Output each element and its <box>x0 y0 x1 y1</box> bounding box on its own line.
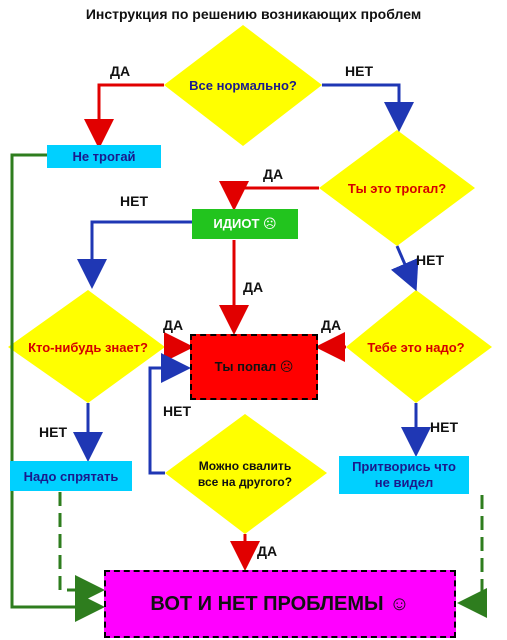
label-blame-yes: ДА <box>257 543 277 559</box>
label-touched-no: НЕТ <box>416 252 444 268</box>
diamond-blame <box>165 414 327 534</box>
arrow-touched-no <box>390 245 419 292</box>
diamond-anyone-knows-label: Кто-нибудь знает? <box>28 340 148 355</box>
box-you-got: Ты попал ☹ <box>190 334 318 400</box>
box-hide-label: Надо спрятать <box>23 468 119 484</box>
diamond-touched <box>319 130 475 246</box>
box-pretend-label-1: Притворись что <box>352 459 456 474</box>
diamond-blame-label-2: все на другого? <box>198 475 292 489</box>
diamond-all-ok-label: Все нормально? <box>189 78 297 93</box>
box-hide: Надо спрятать <box>10 461 132 491</box>
diamond-need-it <box>346 290 492 403</box>
label-idiot-yes: ДА <box>243 279 263 295</box>
box-pretend: Притворись что не видел <box>339 456 469 494</box>
label-anyone-yes: ДА <box>163 317 183 333</box>
arrow-all-ok-yes <box>84 83 164 149</box>
diamond-blame-label-1: Можно свалить <box>199 459 291 473</box>
box-dont-touch: Не трогай <box>47 145 161 168</box>
diamond-anyone-knows <box>8 290 165 403</box>
label-all-ok-yes: ДА <box>110 63 130 79</box>
label-need-no: НЕТ <box>430 419 458 435</box>
box-you-got-label: Ты попал ☹ <box>214 359 294 374</box>
label-anyone-no: НЕТ <box>39 424 67 440</box>
box-idiot: ИДИОТ ☹ <box>192 209 298 239</box>
arrow-pretend-to-end <box>457 495 487 618</box>
page-title: Инструкция по решению возникающих пробле… <box>85 6 422 22</box>
box-dont-touch-label: Не трогай <box>72 149 136 164</box>
box-no-problem: ВОТ И НЕТ ПРОБЛЕМЫ ☺ <box>104 570 456 638</box>
arrow-all-ok-no <box>322 83 414 132</box>
diamond-all-ok <box>164 25 322 146</box>
box-no-problem-label: ВОТ И НЕТ ПРОБЛЕМЫ ☺ <box>150 592 410 615</box>
label-need-yes: ДА <box>321 317 341 333</box>
arrow-idiot-no <box>77 220 192 289</box>
arrow-blame-no <box>148 353 191 475</box>
diamond-need-it-label: Тебе это надо? <box>367 340 464 355</box>
label-idiot-no: НЕТ <box>120 193 148 209</box>
arrow-touched-yes <box>219 181 319 211</box>
arrow-dont-touch-to-end <box>10 153 105 622</box>
box-idiot-label: ИДИОТ ☹ <box>213 216 277 231</box>
label-touched-yes: ДА <box>263 166 283 182</box>
diamond-touched-label: Ты это трогал? <box>348 181 446 196</box>
label-blame-no: НЕТ <box>163 403 191 419</box>
label-all-ok-no: НЕТ <box>345 63 373 79</box>
arrow-hide-to-end <box>58 492 105 605</box>
box-pretend-label-2: не видел <box>374 475 434 490</box>
